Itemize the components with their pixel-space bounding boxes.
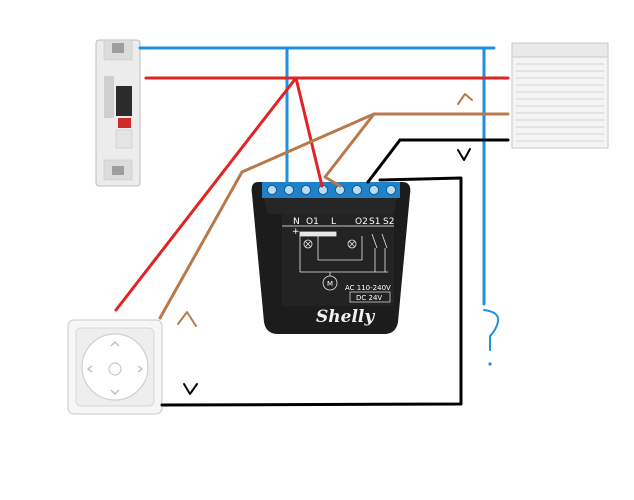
internal-schematic (299, 231, 388, 291)
down-wire-to-switch (160, 176, 463, 407)
down-arrow-mark-top (457, 148, 471, 161)
voltage-ac-label: AC 110-240V (345, 284, 391, 292)
voltage-dc-label: DC 24V (356, 294, 382, 302)
up-wire-to-module (323, 112, 376, 188)
roller-shutter-icon (511, 42, 609, 149)
brand-logo: Shelly (316, 307, 375, 327)
terminal-label-l: L (331, 217, 336, 227)
wires (114, 46, 510, 407)
phase-wire-to-module (294, 76, 324, 188)
terminal-label-o2: O2 (355, 217, 368, 227)
question-mark (483, 309, 500, 351)
annotations (177, 93, 500, 395)
terminal-labels: N O1 L O2 S1 S2 (293, 217, 394, 227)
terminal-label-s1: S1 (369, 217, 380, 227)
wall-switch (67, 319, 163, 415)
down-wire-to-module (366, 138, 402, 184)
phase-wire-to-switch (114, 76, 298, 312)
terminal-label-o1: O1 (306, 217, 319, 227)
up-wire-to-switch (158, 112, 376, 320)
plus-sign: + (292, 227, 300, 237)
question-mark-dot (488, 362, 492, 366)
up-arrow-mark-switch (177, 311, 197, 327)
shelly-module: N O1 L O2 S1 S2 + (251, 182, 411, 334)
terminal-label-s2: S2 (383, 217, 394, 227)
circuit-breaker (95, 39, 141, 187)
motor-label: M (327, 280, 333, 288)
down-arrow-mark-switch (183, 383, 198, 395)
up-arrow-mark-top (457, 93, 473, 105)
terminal-label-n: N (293, 217, 300, 227)
